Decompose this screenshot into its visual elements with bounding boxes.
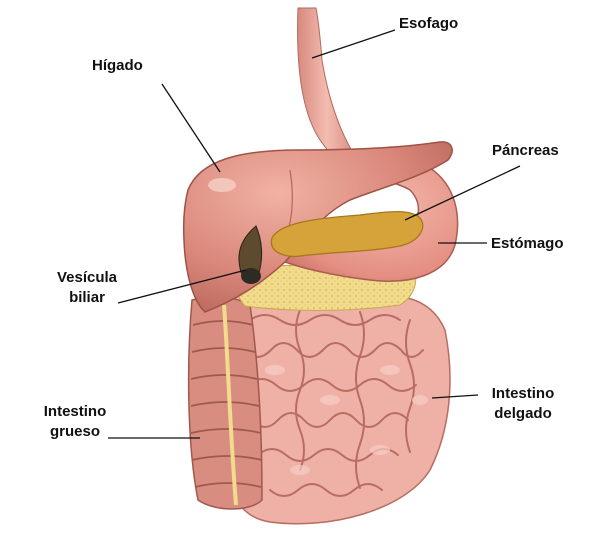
- label-intestino-grueso-line1: Intestino: [30, 402, 120, 422]
- large-intestine: [189, 297, 262, 509]
- liver-highlight: [208, 178, 236, 192]
- label-vesicula-line1: Vesícula: [42, 268, 132, 288]
- label-pancreas: Páncreas: [492, 141, 559, 161]
- leader-higado: [162, 84, 220, 172]
- label-intestino-delgado: Intestino delgado: [478, 384, 568, 424]
- label-intestino-grueso: Intestino grueso: [30, 402, 120, 442]
- label-intestino-delgado-line2: delgado: [478, 404, 568, 424]
- label-higado: Hígado: [92, 56, 143, 76]
- esophagus: [298, 8, 356, 162]
- label-esofago: Esofago: [399, 14, 458, 34]
- label-vesicula-biliar: Vesícula biliar: [42, 268, 132, 308]
- leader-esofago: [312, 30, 395, 58]
- label-intestino-delgado-line1: Intestino: [478, 384, 568, 404]
- label-intestino-grueso-line2: grueso: [30, 422, 120, 442]
- label-estomago: Estómago: [491, 234, 564, 254]
- label-vesicula-line2: biliar: [42, 288, 132, 308]
